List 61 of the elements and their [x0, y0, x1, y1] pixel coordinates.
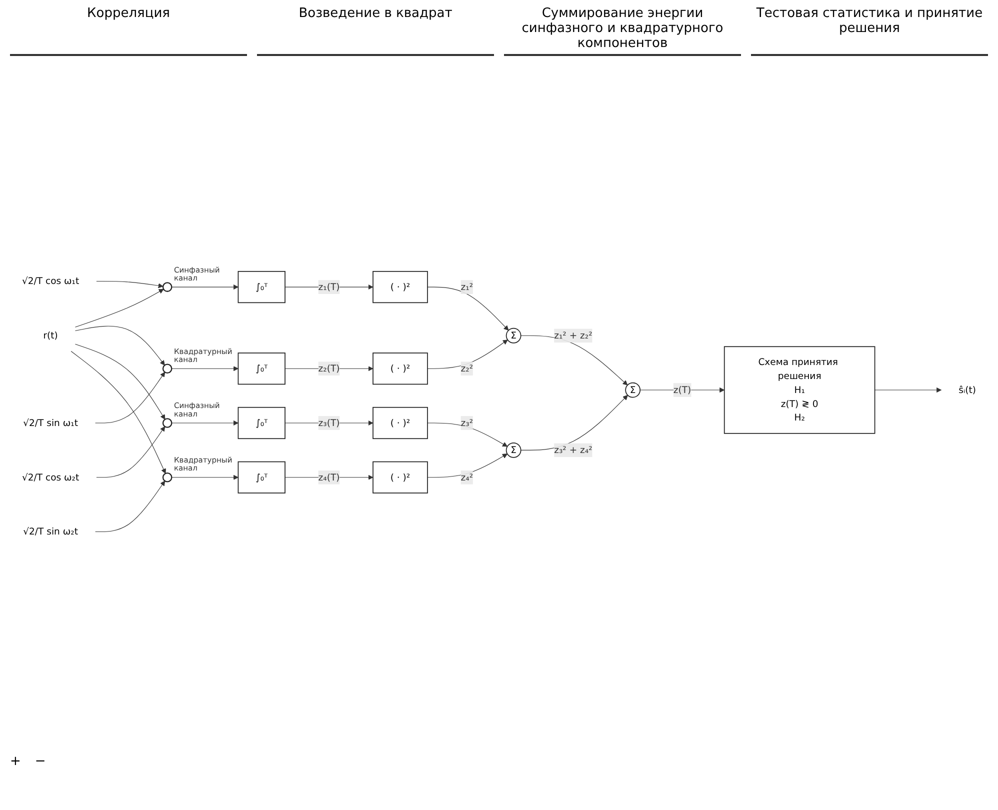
arrow — [284, 475, 374, 480]
arrow — [874, 388, 942, 394]
edge-label: z₁² — [460, 282, 474, 293]
node-circle: Σ — [506, 442, 522, 458]
edge-label: z₃(T) — [318, 418, 340, 429]
arrow — [427, 340, 508, 370]
node-text: √2/T cos ω₁t — [22, 276, 80, 287]
node-box: ∫₀ᵀ — [238, 353, 286, 386]
arrow — [284, 420, 374, 426]
arrow — [427, 287, 509, 332]
edge-label: z₃² — [460, 418, 474, 429]
edge-label: z₃² + z₄² — [554, 444, 592, 456]
node-circle — [162, 282, 172, 292]
arrow — [95, 481, 166, 533]
node-circle — [162, 418, 172, 428]
edge-label: z₁(T) — [318, 282, 340, 293]
arrow — [284, 366, 374, 372]
node-box: ( · )² — [372, 271, 428, 304]
arrow — [171, 475, 238, 480]
arrow — [171, 284, 238, 290]
node-text: r(t) — [43, 330, 58, 342]
node-text: √2/T sin ω₂t — [23, 526, 78, 538]
arrow — [640, 388, 725, 394]
node-box: Схема принятия решения H₁ z(T) ≷ 0 H₂ — [724, 346, 876, 434]
arrow — [171, 420, 238, 426]
arrow — [95, 372, 166, 424]
section-heading: Суммирование энергии синфазного и квадратурного компонентов — [504, 6, 741, 56]
section-heading: Возведение в квадрат — [257, 6, 494, 56]
arrow — [74, 289, 164, 328]
node-circle — [162, 364, 172, 374]
edge-label: z₄² — [460, 472, 474, 484]
node-box: ( · )² — [372, 407, 428, 440]
edge-label: z₂² — [460, 363, 474, 374]
node-box: ∫₀ᵀ — [238, 462, 286, 494]
edge-label: z₂(T) — [318, 363, 340, 374]
arrow — [74, 344, 166, 420]
node-text: √2/T sin ω₁t — [23, 418, 78, 429]
arrow — [284, 284, 374, 290]
arrow — [427, 454, 508, 478]
section-heading: Тестовая статистика и принятие решения — [751, 6, 988, 56]
section-heading: Корреляция — [10, 6, 247, 56]
arrow — [70, 351, 166, 474]
node-box: ∫₀ᵀ — [238, 271, 286, 304]
sign-label: + — [10, 754, 21, 769]
arrow — [427, 423, 508, 448]
node-circle — [162, 472, 172, 483]
arrow — [96, 281, 164, 289]
edge-label: z(T) — [673, 384, 692, 396]
node-text: ŝᵢ(t) — [958, 384, 976, 396]
node-circle: Σ — [625, 382, 641, 398]
arrow — [74, 326, 165, 366]
node-text: √2/T cos ω₂t — [22, 472, 80, 484]
arrow — [171, 366, 238, 372]
arrow — [96, 426, 166, 478]
edge-label: z₄(T) — [318, 472, 340, 484]
node-box: ( · )² — [372, 353, 428, 386]
sign-label: − — [34, 754, 46, 769]
node-circle: Σ — [506, 328, 522, 344]
node-box: ( · )² — [372, 462, 428, 494]
edge-label: z₁² + z₂² — [554, 330, 592, 342]
node-box: ∫₀ᵀ — [238, 407, 286, 440]
